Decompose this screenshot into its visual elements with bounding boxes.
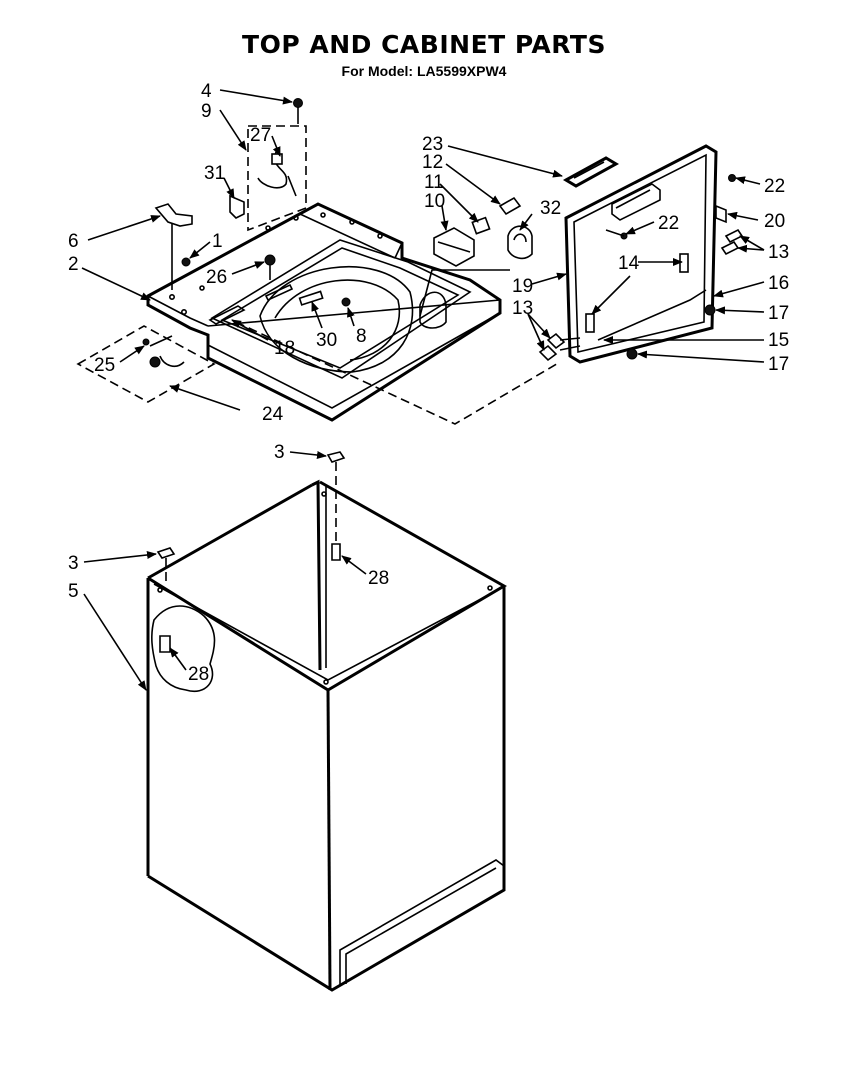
dispenser-parts [419, 196, 533, 317]
callout-27: 27 [250, 125, 271, 146]
callout-16: 16 [768, 273, 789, 294]
assembly-dashline [235, 321, 561, 425]
callout-17b: 17 [768, 354, 789, 375]
callout-18: 18 [274, 338, 295, 359]
callout-12: 12 [422, 152, 443, 173]
callout-4: 4 [201, 81, 212, 102]
callout-5: 5 [68, 581, 79, 602]
screw-22a [728, 174, 736, 182]
callout-25: 25 [94, 355, 115, 376]
callout-2: 2 [68, 254, 79, 275]
callout-20: 20 [764, 211, 785, 232]
bumper-17b [626, 348, 638, 360]
callout-24: 24 [262, 404, 284, 425]
model-subtitle: For Model: LA5599XPW4 [341, 63, 507, 79]
callout-28a: 28 [368, 568, 389, 589]
callout-26: 26 [206, 267, 227, 288]
callout-10: 10 [424, 191, 445, 212]
grommet-26 [264, 254, 276, 266]
switch-25 [149, 356, 161, 368]
screw-4 [293, 98, 303, 124]
callout-leaders [81, 89, 765, 691]
clip-3-front [156, 547, 176, 559]
callout-19: 19 [512, 276, 533, 297]
callout-13b: 13 [512, 298, 533, 319]
callout-3b: 3 [68, 553, 79, 574]
screw-28-rear [331, 543, 341, 561]
callout-3a: 3 [274, 442, 285, 463]
callout-numbers: 4 9 27 31 6 1 2 26 30 8 18 25 24 23 12 1… [68, 81, 789, 685]
lid-handle-23 [562, 156, 620, 188]
washer-top-panel [146, 202, 502, 422]
dashed-group-9 [247, 125, 307, 232]
bracket-31 [229, 194, 245, 219]
diagram-title: TOP AND CABINET PARTS [242, 30, 606, 59]
hinge-6 [154, 203, 193, 227]
callout-11: 11 [424, 172, 444, 193]
cabinet-5 [146, 479, 507, 992]
callout-28b: 28 [188, 664, 209, 685]
screw-8 [341, 297, 351, 307]
callout-8: 8 [356, 326, 367, 347]
callout-31: 31 [204, 163, 225, 184]
callout-17a: 17 [768, 303, 789, 324]
bumper-17a [704, 304, 716, 316]
callout-15: 15 [768, 330, 789, 351]
screw-13a [546, 332, 566, 350]
screw-28-side [159, 635, 171, 653]
callout-22a: 22 [764, 176, 785, 197]
pin-30 [298, 290, 324, 306]
callout-22b: 22 [658, 213, 679, 234]
callout-32: 32 [540, 198, 561, 219]
callout-14: 14 [618, 253, 640, 274]
lid-assembly-19 [564, 144, 727, 364]
callout-23: 23 [422, 134, 443, 155]
dashed-group-24 [76, 325, 216, 403]
callout-6: 6 [68, 231, 79, 252]
screw-1 [181, 257, 191, 267]
callout-30: 30 [316, 330, 337, 351]
clip-3-rear [326, 451, 346, 463]
callout-9: 9 [201, 101, 212, 122]
callout-13a: 13 [768, 242, 789, 263]
callout-1: 1 [212, 231, 223, 252]
